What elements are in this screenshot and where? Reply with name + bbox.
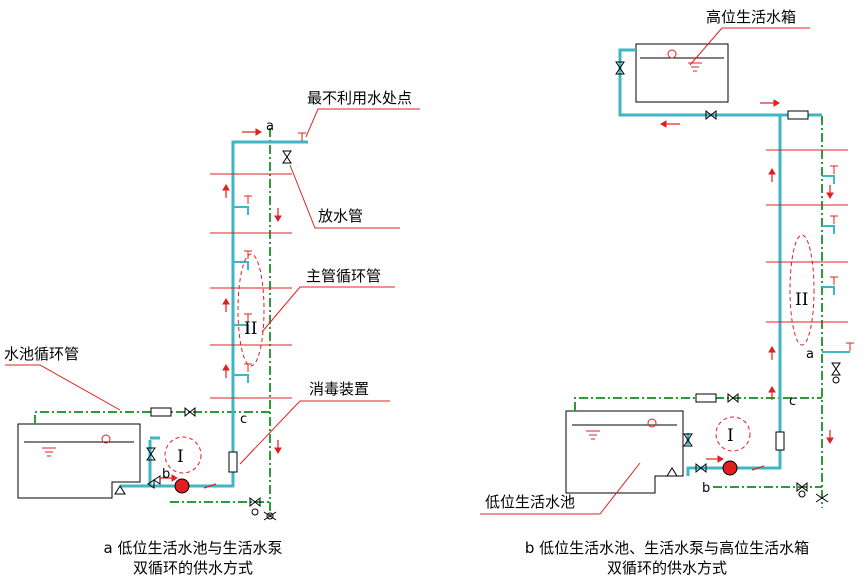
high-tank-b [635, 43, 729, 103]
point-b-label-b: b [702, 481, 710, 496]
loop-ellipse-2-b [789, 234, 815, 346]
callout-low-pool-b: 低位生活水池 [485, 493, 575, 511]
return-filter-a [150, 407, 172, 417]
callout-pool-loop-a: 水池循环管 [4, 345, 79, 363]
caption-a-line1: a 低位生活水池与生活水泵 [104, 539, 283, 557]
branch-taps-b [830, 165, 854, 351]
point-a-label-b: a [806, 347, 814, 362]
supply-pipe-a [120, 140, 308, 488]
loop-ellipse-1-a [164, 436, 202, 474]
supply-filter-b [787, 110, 809, 120]
caption-b-line1: b 低位生活水池、生活水泵与高位生活水箱 [525, 539, 809, 557]
branch-pipes-a [233, 206, 249, 383]
pool-float-valve-b [647, 418, 657, 428]
valves-b [615, 61, 841, 503]
callout-drain-pipe-a: 放水管 [318, 207, 363, 225]
loop-ellipse-1-b [715, 416, 751, 452]
return-filter-b [695, 393, 717, 403]
loop-label-1-b: I [727, 426, 734, 446]
diagram-a: II I a b c 最不利用水处点 放水管 主管循环管 水池循环管 消毒装置 … [4, 89, 420, 577]
flow-arrows-a [160, 128, 282, 489]
floor-lines-b [766, 149, 848, 323]
pump-a [174, 478, 190, 494]
pool-level-mark-b [586, 430, 600, 440]
loop-label-1-a: I [177, 447, 184, 467]
float-valve-a [101, 434, 111, 444]
caption-b-line2: 双循环的供水方式 [607, 559, 727, 577]
diagram-b: II I a b c 高位生活水箱 低位生活水池 b 低位生活水池、生活水泵与高… [480, 8, 854, 577]
loop-label-2-a: II [244, 319, 257, 339]
point-c-label-a: c [240, 412, 247, 427]
tank-float-valve-b [667, 49, 677, 59]
callout-disinfection-a: 消毒装置 [309, 380, 369, 398]
return-pipe-b [574, 116, 823, 508]
loop-ellipse-2-a [237, 253, 265, 367]
callout-leaders-a [5, 108, 420, 465]
foot-valve-b [666, 467, 678, 477]
callout-main-loop-a: 主管循环管 [306, 267, 381, 285]
low-pool-a [17, 423, 141, 499]
floor-lines-a [210, 173, 292, 399]
valves-a [146, 150, 292, 521]
foot-valve-a [114, 485, 126, 495]
callout-most-unfavorable-a: 最不利用水处点 [307, 89, 412, 107]
low-pool-b [565, 410, 684, 494]
callout-leaders-b [480, 27, 810, 515]
loop-label-2-b: II [795, 290, 808, 310]
point-b-label-a: b [162, 467, 170, 482]
point-c-label-b: c [789, 394, 796, 409]
callout-high-tank-b: 高位生活水箱 [706, 8, 796, 26]
branch-pipes-b [822, 175, 850, 353]
disinfection-device-a [228, 451, 238, 473]
flow-arrows-b [660, 99, 834, 471]
caption-a-line2: 双循环的供水方式 [133, 559, 253, 577]
disinfection-device-b [775, 431, 785, 451]
pump-b [722, 460, 738, 476]
point-a-label-a: a [266, 119, 274, 134]
water-level-mark-a [42, 447, 56, 457]
tank-level-mark-b [688, 62, 702, 72]
return-pipe-a [34, 128, 271, 515]
